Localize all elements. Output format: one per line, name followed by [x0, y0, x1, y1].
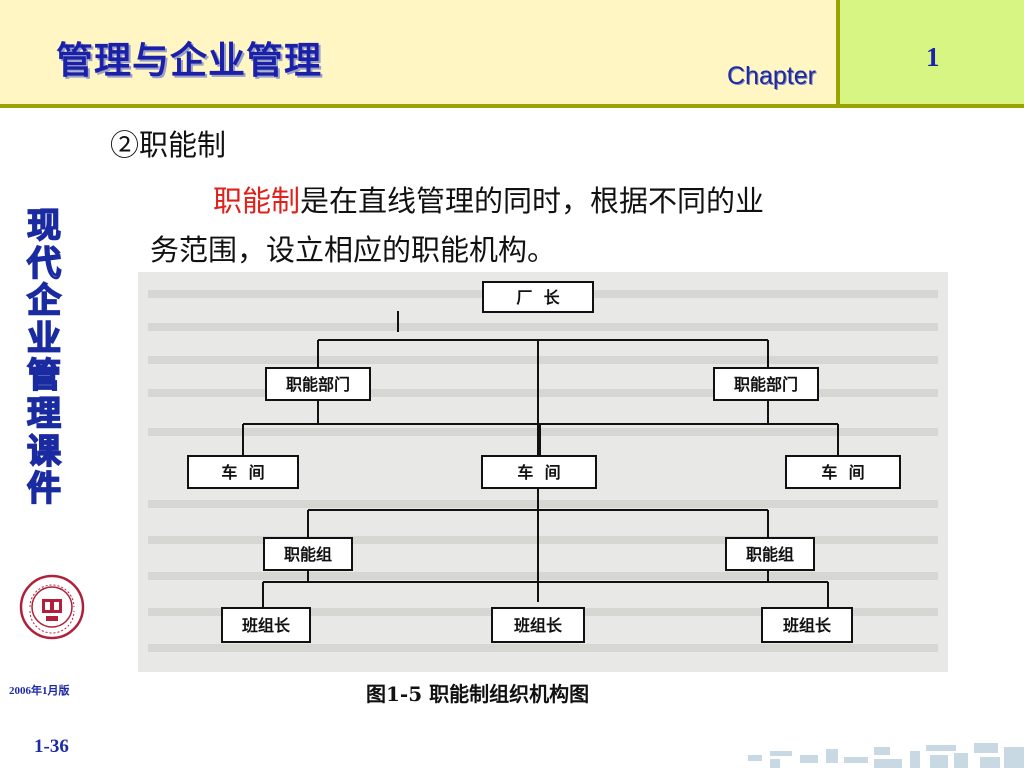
node-functional-group-right — [725, 537, 815, 571]
node-label: 车 间 — [221, 463, 264, 482]
node-label: 职能部门 — [286, 375, 350, 394]
node-label: 职能组 — [284, 545, 332, 564]
node-functional-group-left — [263, 537, 353, 571]
vertical-title-char: 管 — [26, 356, 62, 397]
node-team-leader-right — [761, 607, 853, 643]
highlight-term: 职能制 — [213, 184, 301, 218]
page-number: 1-36 — [34, 736, 69, 757]
decorative-corner-pattern-icon — [748, 743, 1024, 768]
edition-date: 2006年1月版 — [9, 685, 70, 697]
node-label: 班组长 — [514, 616, 563, 635]
node-functional-dept-left — [265, 367, 371, 401]
node-label: 车 间 — [517, 463, 560, 482]
vertical-title-char: 代 — [26, 243, 62, 284]
node-label: 职能组 — [746, 545, 794, 564]
node-label: 班组长 — [242, 616, 291, 635]
node-label: 厂 长 — [516, 288, 560, 307]
node-team-leader-center — [491, 607, 585, 643]
vertical-title-char: 业 — [26, 318, 62, 359]
slide-title: 管理与企业管理 — [56, 39, 322, 82]
diagram-connectors — [242, 311, 839, 608]
header-band: 管理与企业管理 Chapter — [0, 0, 836, 108]
node-factory-director — [482, 281, 594, 313]
node-functional-dept-right — [713, 367, 819, 401]
vertical-course-title: 现 代 企 业 管 理 课 件 — [16, 206, 72, 510]
node-workshop-center — [481, 455, 597, 489]
university-press-seal-icon — [19, 574, 85, 640]
node-team-leader-left — [221, 607, 311, 643]
figure-caption: 图1-5 职能制组织机构图 — [366, 682, 590, 706]
body-text-line-1-rest: 是在直线管理的同时，根据不同的业 — [300, 184, 765, 218]
chapter-label: Chapter — [727, 62, 816, 90]
org-structure-diagram: 厂 长 职能部门 职能部门 车 间 车 间 车 间 职能组 职能组 班组长 班组… — [138, 272, 948, 672]
chapter-number: 1 — [926, 42, 940, 72]
node-label: 职能部门 — [734, 375, 798, 394]
vertical-title-char: 企 — [26, 281, 62, 322]
vertical-title-char: 件 — [26, 469, 62, 510]
node-label: 班组长 — [783, 616, 832, 635]
body-text-line-2: 务范围，设立相应的职能机构。 — [150, 233, 557, 267]
node-label: 车 间 — [821, 463, 864, 482]
vertical-title-char: 理 — [26, 393, 62, 434]
section-heading: ②职能制 — [110, 128, 227, 162]
node-workshop-left — [187, 455, 299, 489]
vertical-title-char: 课 — [26, 431, 62, 472]
node-workshop-right — [785, 455, 901, 489]
body-text-line-1: 职能制是在直线管理的同时，根据不同的业 — [213, 178, 764, 220]
vertical-title-char: 现 — [26, 206, 62, 246]
chapter-box: 1 — [836, 0, 1024, 108]
